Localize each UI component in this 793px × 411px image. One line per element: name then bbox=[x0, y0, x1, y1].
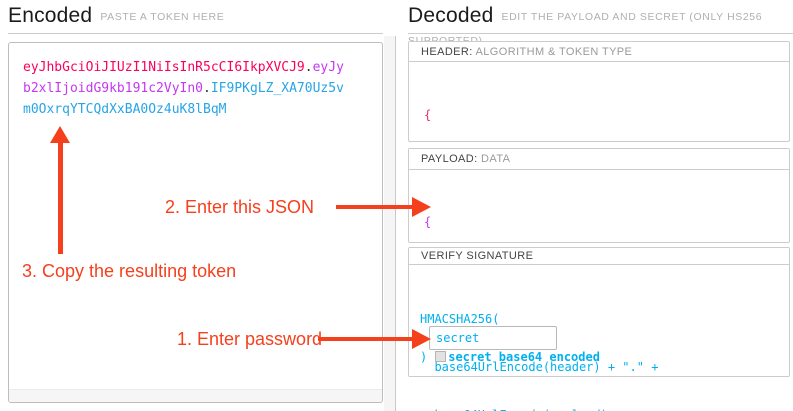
jwt-token-text[interactable]: eyJhbGciOiJIUzI1NiIsInR5cCI6IkpXVCJ9.eyJ… bbox=[23, 57, 347, 120]
header-section: HEADER: ALGORITHM & TOKEN TYPE { "alg": … bbox=[408, 41, 790, 266]
editor-horizontal-scrollbar[interactable] bbox=[9, 389, 382, 402]
step3-arrow-shaft bbox=[58, 142, 63, 254]
secret-input[interactable] bbox=[429, 326, 557, 350]
header-section-label: HEADER: bbox=[421, 46, 473, 58]
token-editor[interactable]: eyJhbGciOiJIUzI1NiIsInR5cCI6IkpXVCJ9.eyJ… bbox=[8, 42, 383, 403]
verify-section-title: VERIFY SIGNATURE bbox=[409, 248, 789, 265]
encoded-subtitle: PASTE A TOKEN HERE bbox=[100, 11, 225, 23]
decoded-title: Decoded bbox=[408, 4, 494, 27]
token-signature-segment: IF9PKgLZ_XA70Uz5vm0OxrqYTCQdXxBA0Oz4uK8l… bbox=[23, 81, 344, 117]
base64-encoded-row: ) secret base64 encoded bbox=[420, 350, 600, 364]
payload-json-line: { bbox=[424, 215, 432, 229]
signature-code-line: HMACSHA256( bbox=[420, 312, 500, 326]
column-divider bbox=[384, 36, 396, 411]
token-dot-1: . bbox=[304, 60, 313, 75]
header-section-sublabel: ALGORITHM & TOKEN TYPE bbox=[472, 46, 633, 58]
step2-arrow-head-icon bbox=[412, 197, 431, 217]
annotation-step3-label: 3. Copy the resulting token bbox=[22, 261, 237, 281]
signature-code: HMACSHA256( base64UrlEncode(header) + ".… bbox=[409, 265, 789, 411]
base64-checkbox-label[interactable]: secret base64 encoded bbox=[448, 350, 600, 364]
step1-arrow-shaft bbox=[318, 337, 413, 341]
token-header-segment: eyJhbGciOiJIUzI1NiIsInR5cCI6IkpXVCJ9 bbox=[23, 60, 305, 75]
header-json-line: { bbox=[424, 108, 432, 122]
encoded-header-divider bbox=[8, 33, 383, 34]
signature-code-line: base64UrlEncode(header) + "." + bbox=[420, 360, 659, 374]
step1-arrow-head-icon bbox=[412, 329, 431, 349]
step2-arrow-shaft bbox=[336, 205, 413, 209]
encoded-heading: Encoded PASTE A TOKEN HERE bbox=[8, 4, 224, 28]
payload-section-sublabel: DATA bbox=[477, 153, 511, 165]
base64-checkbox[interactable] bbox=[435, 351, 447, 362]
header-section-title: HEADER: ALGORITHM & TOKEN TYPE bbox=[409, 42, 789, 62]
close-paren: ) bbox=[420, 350, 428, 364]
annotation-step2-label: 2. Enter this JSON bbox=[165, 197, 315, 217]
payload-section-label: PAYLOAD: bbox=[421, 153, 478, 165]
token-dot-2: . bbox=[203, 81, 211, 96]
verify-section-label: VERIFY SIGNATURE bbox=[421, 250, 534, 262]
payload-section-title: PAYLOAD: DATA bbox=[409, 149, 789, 170]
decoded-header-divider bbox=[408, 33, 793, 34]
step3-arrow-head-icon bbox=[50, 126, 70, 143]
verify-signature-section: VERIFY SIGNATURE HMACSHA256( base64UrlEn… bbox=[408, 247, 790, 411]
encoded-title: Encoded bbox=[8, 4, 93, 27]
payload-section: PAYLOAD: DATA { "role": "todo_user" } bbox=[408, 148, 790, 325]
signature-code-line: base64UrlEncode(payload), bbox=[420, 407, 789, 411]
token-payload-segment: eyJyb2xlIjoidG9kb191c2VyIn0 bbox=[23, 60, 344, 96]
annotation-step1-label: 1. Enter password bbox=[177, 329, 323, 349]
